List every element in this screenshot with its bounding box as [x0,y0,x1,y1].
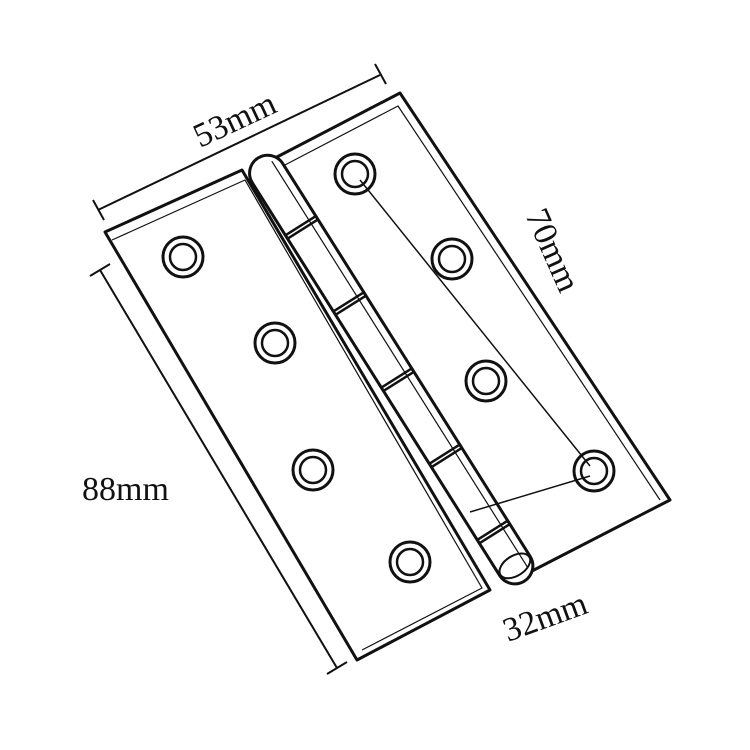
left-leaf [103,168,492,662]
screw-hole [572,449,616,493]
screw-hole [388,540,432,584]
screw-hole [291,448,335,492]
screw-hole [464,359,508,403]
height-label: 88mm [82,471,169,508]
screw-hole [430,237,474,281]
screw-hole [161,235,205,279]
hinge-knuckle [248,153,535,586]
screw-hole [333,152,377,196]
hole-offset-label: 32mm [498,585,592,649]
dimension-lines [89,63,591,675]
screw-hole [253,321,297,365]
screw-holes [161,152,616,584]
